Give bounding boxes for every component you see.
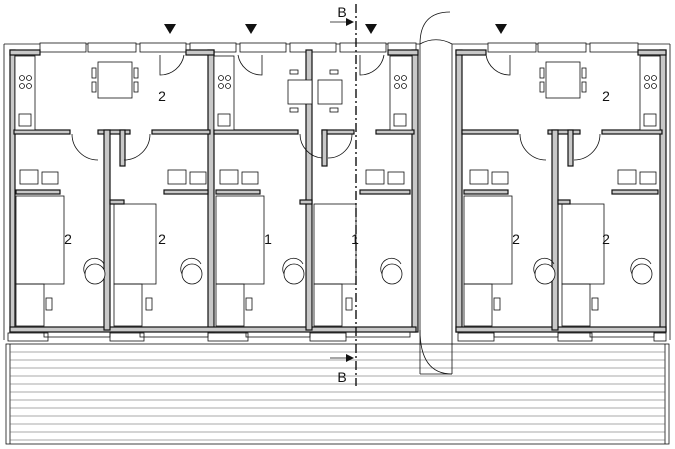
windows-top <box>39 42 639 53</box>
bedroom-furniture <box>15 169 657 327</box>
room-labels: 2 2 2 2 1 1 2 2 <box>64 88 610 247</box>
room-label-kitchen-right: 2 <box>602 88 610 104</box>
section-label-bottom: B <box>337 369 346 385</box>
doors <box>71 54 601 161</box>
interior-walls <box>13 49 663 331</box>
room-label-kitchen-left: 2 <box>158 88 166 104</box>
entrance-arrow-icon <box>164 24 176 34</box>
kitchen-fixtures <box>14 55 661 131</box>
room-label-bed-b: 2 <box>158 231 166 247</box>
exterior-walls <box>9 49 667 333</box>
room-label-bed-a: 2 <box>64 231 72 247</box>
room-label-bed-f: 2 <box>602 231 610 247</box>
room-label-bed-e: 2 <box>512 231 520 247</box>
entrance-arrow-icon <box>245 24 257 34</box>
terrace-deck <box>5 343 670 445</box>
dining-tables <box>91 61 587 113</box>
entrance-markers <box>164 24 507 34</box>
entrance-arrow-icon <box>365 24 377 34</box>
entrance-arrow-icon <box>495 24 507 34</box>
room-label-bed-c: 1 <box>264 231 272 247</box>
room-label-bed-d: 1 <box>351 231 359 247</box>
section-line-b: B B <box>330 4 357 386</box>
passage-corridor <box>419 11 453 375</box>
section-label-top: B <box>337 4 346 20</box>
